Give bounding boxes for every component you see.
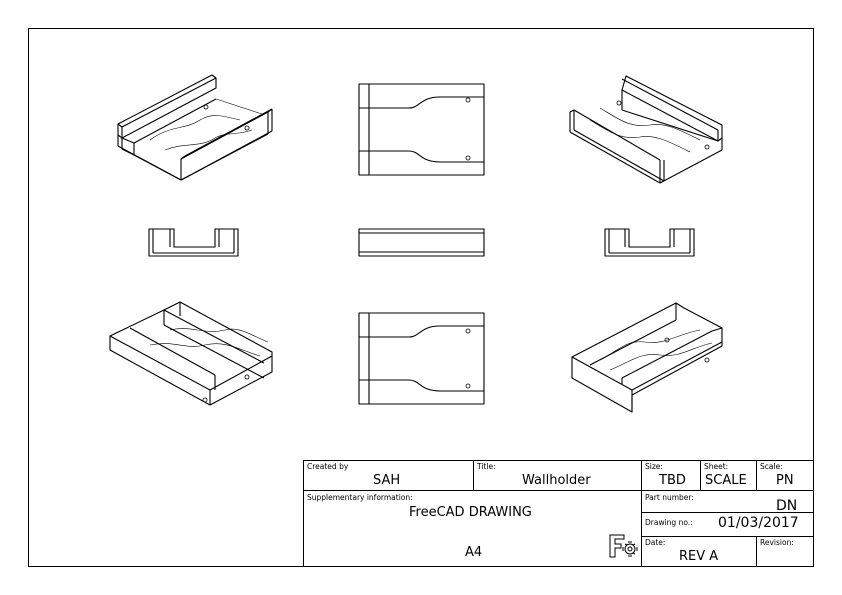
front-view-center (358, 228, 485, 257)
iso-view-top-left (117, 74, 273, 181)
freecad-gear-icon (609, 534, 638, 558)
top-view-center (358, 83, 485, 176)
iso-view-bottom-left (109, 301, 273, 406)
side-view-right (604, 228, 695, 257)
bottom-view-center (358, 312, 485, 405)
iso-view-top-right (569, 75, 723, 184)
title-block-grid (303, 460, 814, 567)
side-view-left (148, 228, 239, 257)
iso-view-bottom-right (571, 302, 723, 413)
